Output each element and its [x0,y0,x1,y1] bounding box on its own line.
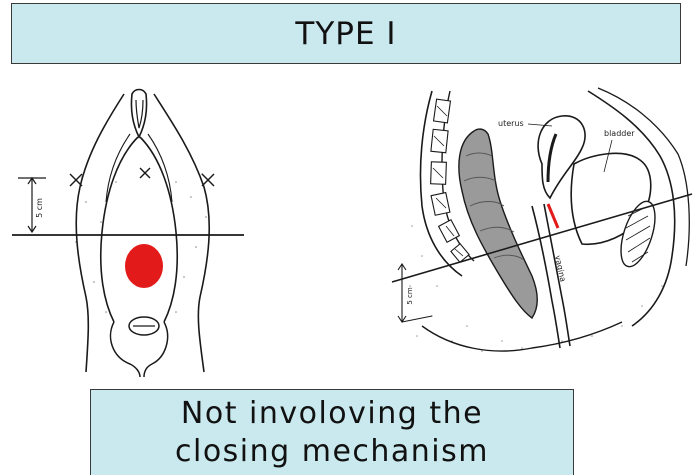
stipple-texture [75,173,207,313]
labium-right [140,137,177,322]
outer-contour-left [76,94,124,372]
perineal-frontal-diagram: 5 cm [6,82,266,382]
clitoral-hood [131,90,146,138]
measure-label: 5 cm [406,287,414,305]
lesion-marker [548,204,558,228]
vagina [532,206,560,348]
measure-label: 5 cm [35,198,44,218]
labium-left [101,137,138,322]
caption-box: Not involoving the closing mechanism [90,389,574,475]
caption-line-1: Not involoving the [181,395,483,433]
caption-line-2: closing mechanism [175,433,489,471]
pelvic-sagittal-diagram: vagina uterus bladder 5 [392,86,692,371]
suture-marks [70,168,214,186]
slide-title: TYPE I [295,16,396,52]
uterus-label: uterus [498,119,524,128]
rectum [459,129,537,318]
outer-contour-right [154,94,209,372]
title-box: TYPE I [11,3,681,64]
bladder-label: bladder [604,129,635,138]
measure-bracket [398,264,432,322]
lesion-marker [125,244,163,288]
vagina-label: vagina [553,255,567,283]
